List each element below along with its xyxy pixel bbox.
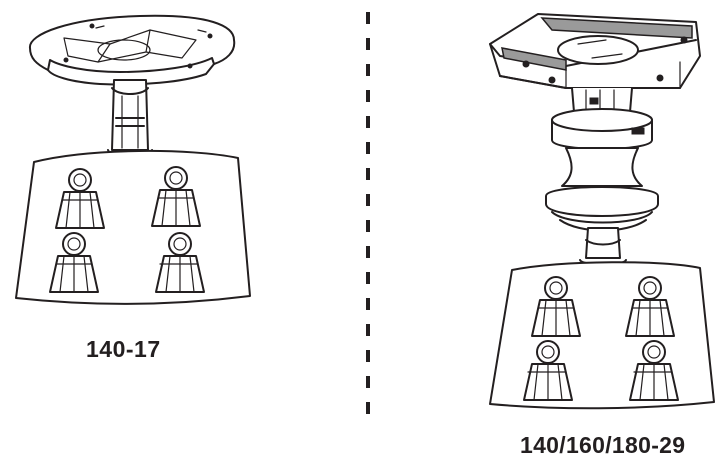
suction-cup-icon [155,232,205,293]
model-label-large: 140/160/180-29 [520,432,686,458]
suction-cup-icon [523,340,573,401]
large-neck [571,87,633,113]
large-top-plate [489,13,701,89]
large-waist [561,147,643,187]
suction-cup-icon [49,232,99,293]
small-top-plate [29,14,236,86]
suction-cup-icon [55,168,105,229]
large-lower-flange [545,186,659,232]
small-post [107,79,153,157]
large-post [579,227,627,266]
suction-cup-icon [625,276,675,337]
suction-cup-icon [629,340,679,401]
large-mount-assembly [489,13,715,410]
small-mount-assembly [15,14,251,305]
small-suction-pad [15,149,251,305]
suction-cup-icon [531,276,581,337]
large-upper-collar [551,108,653,150]
large-suction-pad [489,261,715,410]
model-label-small: 140-17 [86,336,161,362]
suction-cup-icon [151,166,201,227]
